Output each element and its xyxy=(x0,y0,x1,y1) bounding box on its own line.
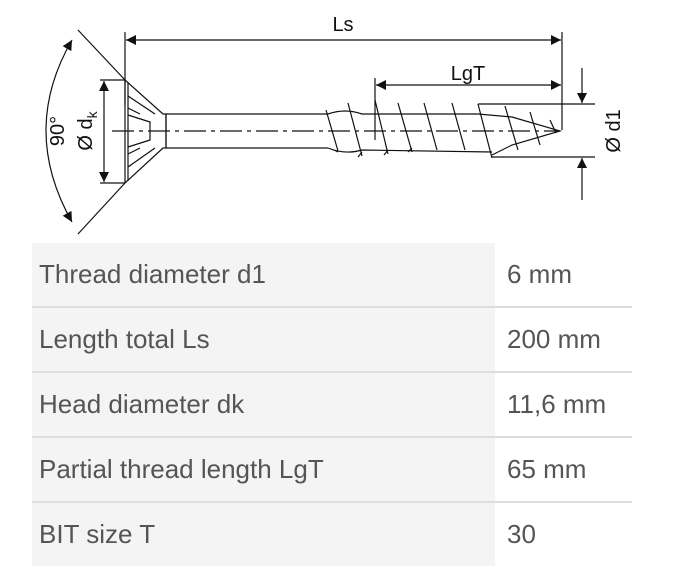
dk-dimension xyxy=(99,79,125,184)
d1-dimension xyxy=(478,68,595,200)
screw-thread xyxy=(325,99,563,159)
dimension-labels: Ls LgT Ø d1 90° Ø dk xyxy=(47,14,625,153)
table-row: Head diameter dk 11,6 mm xyxy=(32,372,632,438)
spec-label: BIT size T xyxy=(32,502,495,566)
angle-label: 90° xyxy=(47,116,69,146)
table-row: Thread diameter d1 6 mm xyxy=(32,243,632,308)
angle-dimension xyxy=(45,29,126,235)
d1-label: Ø d1 xyxy=(603,109,625,152)
table-row: Length total Ls 200 mm xyxy=(32,307,632,373)
spec-value: 200 mm xyxy=(495,307,632,373)
spec-label: Length total Ls xyxy=(32,307,495,373)
spec-value: 30 xyxy=(495,502,632,566)
spec-label: Thread diameter d1 xyxy=(32,243,495,308)
spec-value: 65 mm xyxy=(495,437,632,503)
lgt-dimension xyxy=(374,78,561,140)
spec-value: 11,6 mm xyxy=(495,372,632,438)
screw-technical-drawing: Ls LgT Ø d1 90° Ø dk xyxy=(45,14,625,235)
table-row: BIT size T 30 xyxy=(32,502,632,566)
dk-label: Ø dk xyxy=(75,110,100,150)
spec-label: Head diameter dk xyxy=(32,372,495,438)
spec-value: 6 mm xyxy=(495,243,632,308)
specs-table: Thread diameter d1 6 mm Length total Ls … xyxy=(32,243,632,566)
lgt-label: LgT xyxy=(451,63,485,85)
table-row: Partial thread length LgT 65 mm xyxy=(32,437,632,503)
ls-label: Ls xyxy=(332,14,353,36)
spec-label: Partial thread length LgT xyxy=(32,437,495,503)
